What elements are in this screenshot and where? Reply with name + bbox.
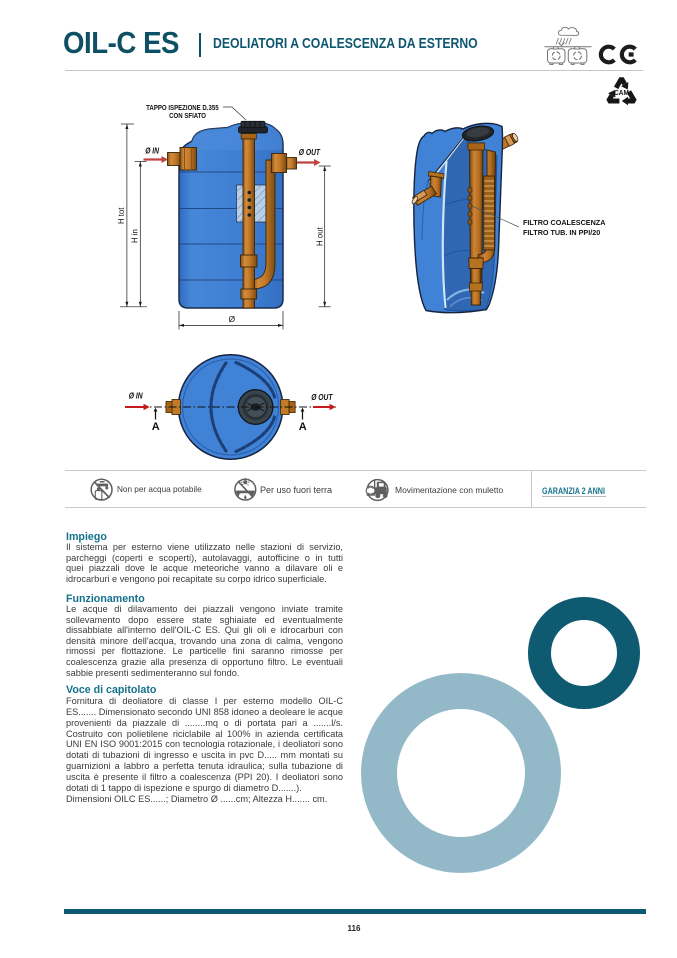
- svg-text:Ø: Ø: [229, 314, 236, 324]
- svg-text:H in: H in: [131, 229, 140, 243]
- svg-text:TAPPO ISPEZIONE D.355: TAPPO ISPEZIONE D.355: [146, 104, 219, 112]
- svg-text:CON SFIATO: CON SFIATO: [169, 112, 206, 120]
- svg-text:A: A: [299, 421, 307, 433]
- svg-text:A: A: [152, 421, 160, 433]
- svg-text:CAM: CAM: [614, 90, 629, 98]
- svg-text:H out: H out: [316, 227, 325, 246]
- svg-text:H tot: H tot: [117, 207, 126, 224]
- svg-text:Ø OUT: Ø OUT: [311, 392, 333, 402]
- svg-text:Ø OUT: Ø OUT: [299, 147, 321, 157]
- svg-text:Ø IN: Ø IN: [145, 146, 159, 156]
- svg-text:Ø IN: Ø IN: [129, 391, 143, 401]
